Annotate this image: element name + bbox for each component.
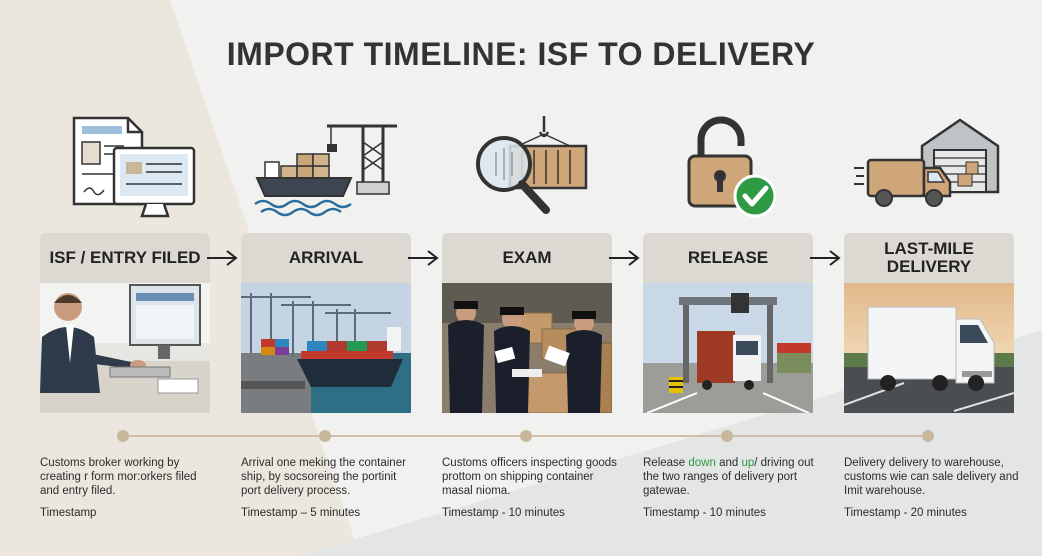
- stage-label: LAST-MILE DELIVERY: [844, 233, 1014, 283]
- timeline-dot: [319, 430, 331, 442]
- page-title: IMPORT TIMELINE: ISF TO DELIVERY: [226, 36, 816, 72]
- stage-timestamp: Timestamp - 10 minutes: [643, 507, 766, 519]
- stage-exam: EXAM Customs officers inspecting goods p…: [442, 0, 617, 556]
- stage-description: Customs broker working by creating r for…: [40, 457, 197, 497]
- arrow-right-icon: [609, 250, 640, 266]
- arrow-right-icon: [810, 250, 841, 266]
- customs-officers-photo: [442, 283, 612, 413]
- stage-arrival: ARRIVAL Arrival: [241, 0, 411, 556]
- stage-label: ARRIVAL: [241, 233, 411, 283]
- delivery-van-warehouse-icon: [854, 118, 1000, 207]
- arrow-right-icon: [408, 250, 439, 266]
- stage-description: Arrival one meking the container ship, b…: [241, 457, 406, 497]
- truck-at-gate-photo: [643, 283, 813, 413]
- stage-last-mile: LAST-MILE DELIVERY Delivery delivery to …: [844, 0, 1019, 556]
- timeline-dot: [117, 430, 129, 442]
- stage-label: RELEASE: [643, 233, 813, 283]
- magnifier-container-icon: [476, 116, 588, 214]
- document-computer-icon: [72, 116, 196, 218]
- container-port-photo: [241, 283, 411, 413]
- stage-timestamp: Timestamp - 20 minutes: [844, 507, 967, 519]
- timeline-dot: [721, 430, 733, 442]
- stage-isf-entry: ISF / ENTRY FILED Customs broker working…: [40, 0, 210, 556]
- stage-timestamp: Timestamp – 5 minutes: [241, 507, 361, 519]
- stage-timestamp: Timestamp: [40, 507, 97, 519]
- stage-description: Customs officers inspecting goods protto…: [442, 457, 617, 497]
- broker-at-desk-photo: [40, 283, 210, 413]
- stage-label: EXAM: [442, 233, 612, 283]
- arrow-right-icon: [207, 250, 238, 266]
- container-ship-crane-icon: [254, 124, 397, 217]
- stage-timestamp: Timestamp - 10 minutes: [442, 507, 565, 519]
- stage-description: Delivery delivery to warehouse, customs …: [844, 457, 1019, 497]
- timeline-dot: [922, 430, 934, 442]
- white-truck-highway-photo: [844, 283, 1014, 413]
- timeline-dot: [520, 430, 532, 442]
- stage-release: RELEASE Release down and up/ driving out…: [643, 0, 814, 556]
- unlocked-padlock-check-icon: [687, 116, 777, 218]
- stage-label: ISF / ENTRY FILED: [40, 233, 210, 283]
- stage-description: Release down and up/ driving out the two…: [643, 457, 814, 497]
